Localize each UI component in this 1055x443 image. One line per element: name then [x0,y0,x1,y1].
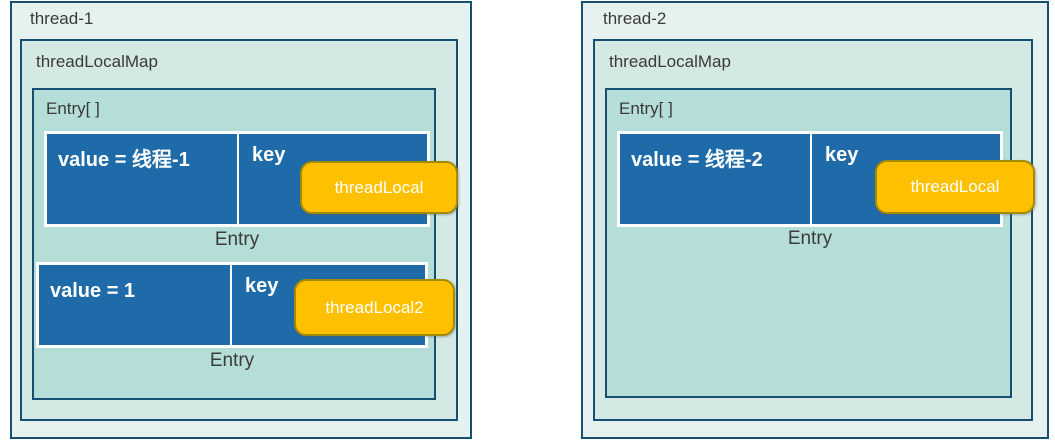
entry-value-cell: value = 线程-2 [620,134,810,224]
entry-caption: Entry [214,229,260,250]
thread-2-title: thread-2 [603,9,667,28]
threadlocal-badge: threadLocal [300,161,458,214]
threadlocal2-badge: threadLocal2 [294,279,455,336]
entry-caption: Entry [209,350,255,371]
thread-1-entry-row-1: value = 线程-1 key [44,131,430,227]
entry-value-cell: value = 1 [39,265,230,345]
thread-2-map-title: threadLocalMap [609,52,731,71]
threadlocal-badge: threadLocal [875,160,1035,214]
thread-2-entry-array-title: Entry[ ] [619,99,673,118]
entry-value-cell: value = 线程-1 [47,134,237,224]
thread-1-entry-array-title: Entry[ ] [46,99,100,118]
thread-1-title: thread-1 [30,9,94,28]
thread-1-entry-row-2: value = 1 key [36,262,428,348]
thread-1-map-title: threadLocalMap [36,52,158,71]
entry-caption: Entry [787,228,833,249]
